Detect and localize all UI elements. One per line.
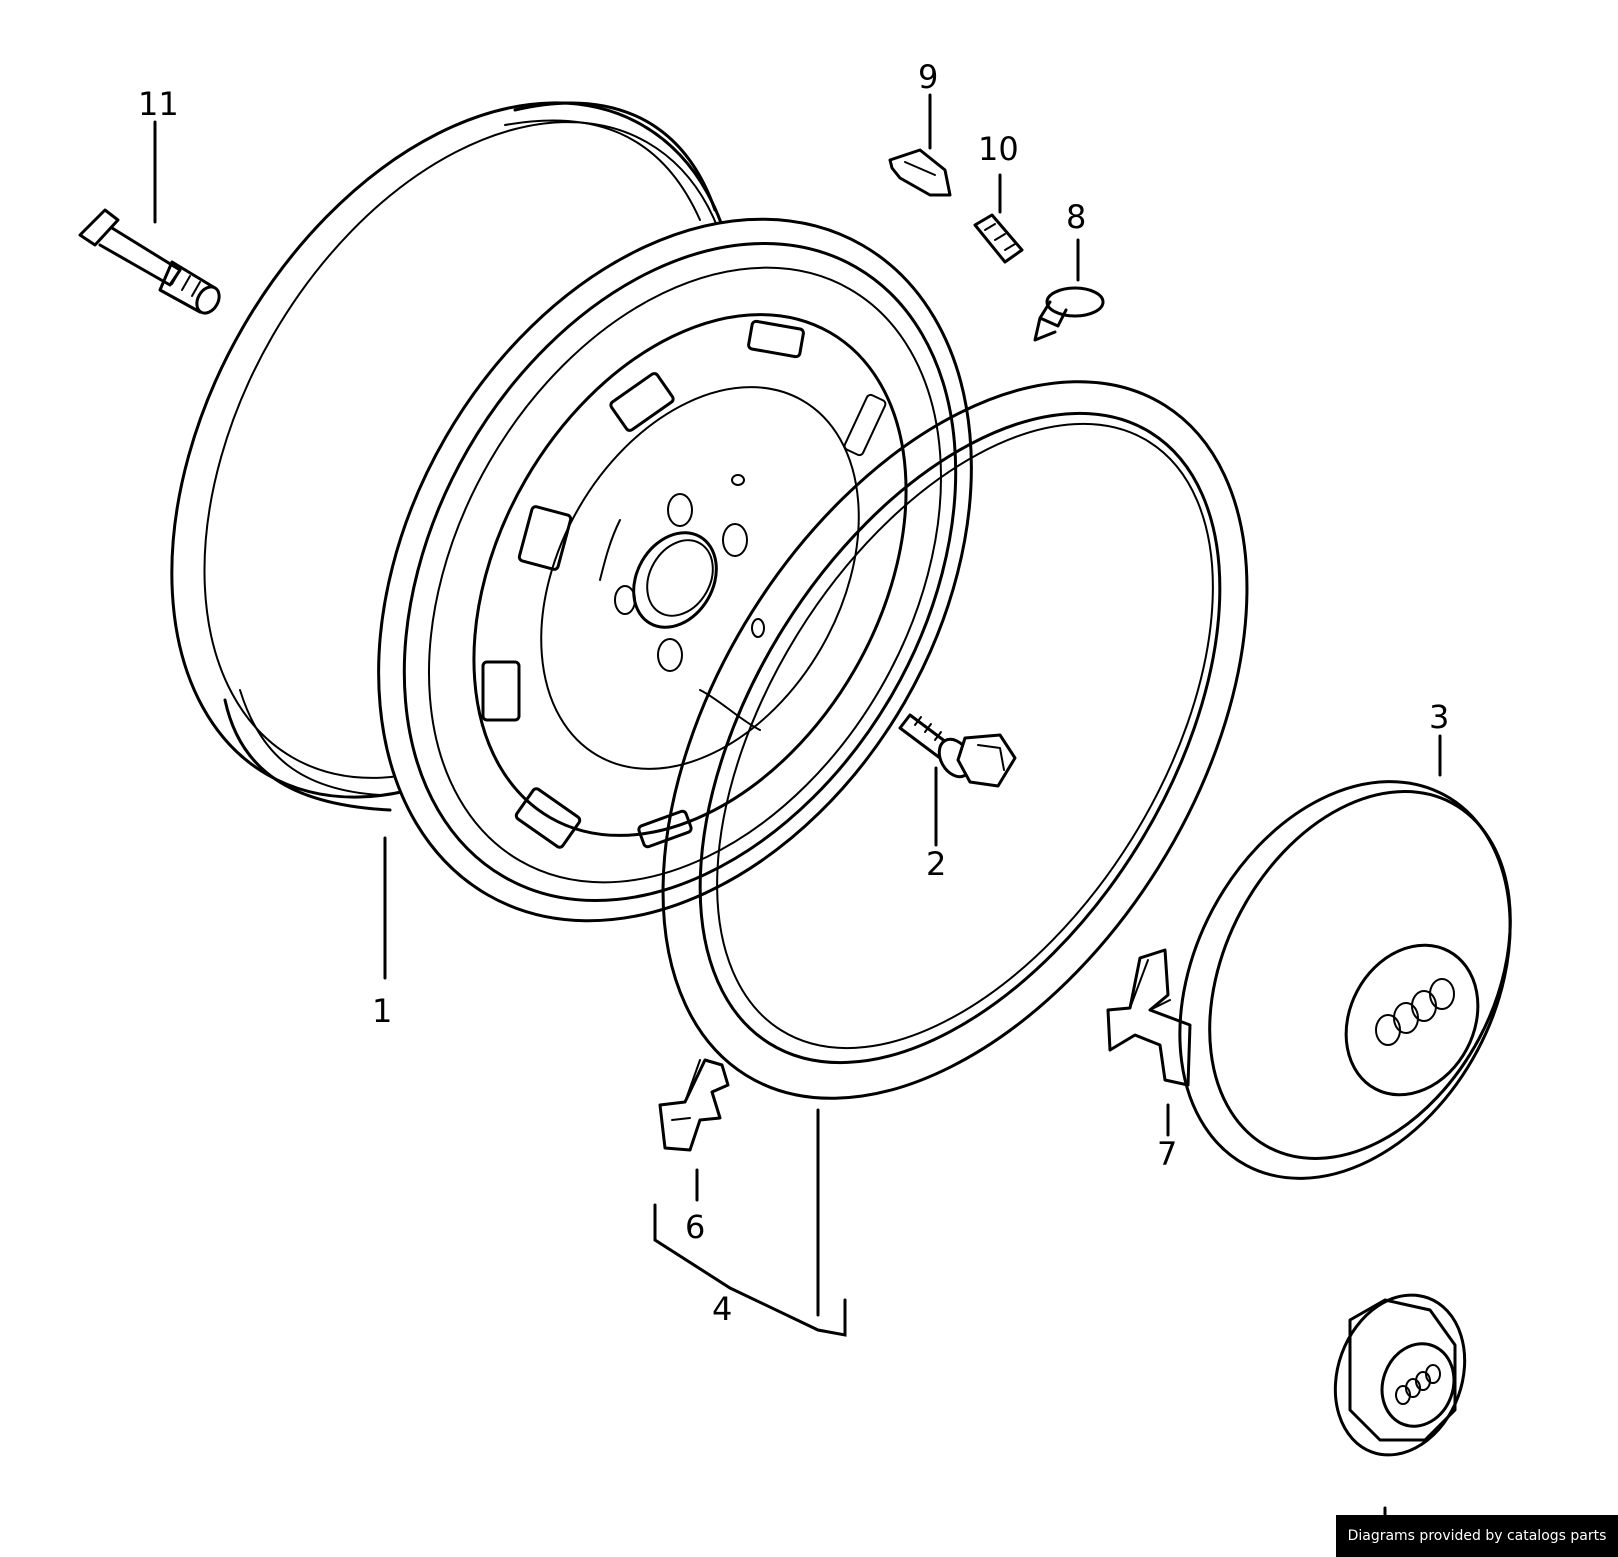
callout-9: 9: [918, 58, 938, 96]
credit-banner: Diagrams provided by catalogs parts: [1336, 1515, 1618, 1557]
balance-weight: [888, 148, 952, 197]
callout-7: 7: [1157, 1135, 1177, 1173]
wheel-rim: [170, 101, 973, 923]
rim-hub: [599, 474, 765, 731]
callout-1: 1: [372, 992, 392, 1030]
wheel-cover: [1178, 780, 1512, 1180]
seal-ring: [661, 380, 1249, 1100]
callout-10: 10: [978, 130, 1019, 168]
callout-6: 6: [685, 1208, 705, 1246]
rim-vent-slots: [481, 319, 887, 849]
valve-cap: [973, 213, 1024, 264]
callout-4: 4: [712, 1290, 732, 1328]
retaining-clip: [658, 1058, 730, 1152]
four-rings-logo-icon: [1375, 978, 1455, 1046]
tire-valve: [78, 208, 221, 315]
callout-2: 2: [926, 845, 946, 883]
callout-3: 3: [1429, 698, 1449, 736]
wheel-bolt: [898, 713, 1017, 788]
valve-clip: [1033, 286, 1105, 342]
callout-11: 11: [138, 85, 179, 123]
callout-8: 8: [1066, 198, 1086, 236]
hub-cap: [1333, 1293, 1467, 1457]
clamp: [1106, 948, 1192, 1087]
four-rings-logo-small-icon: [1395, 1364, 1441, 1405]
